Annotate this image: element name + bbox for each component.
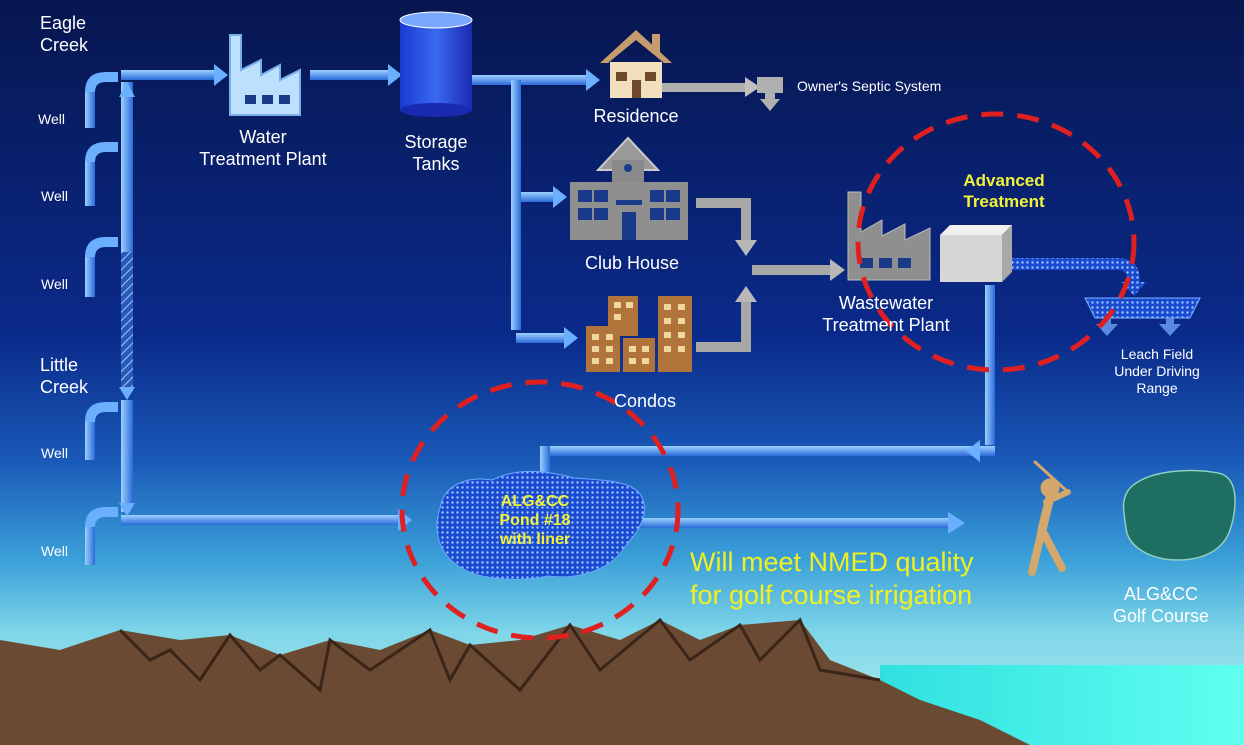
- well-label: Well: [41, 188, 68, 204]
- pond-shape: [436, 471, 645, 580]
- water-treatment-plant-icon: [229, 34, 301, 116]
- storage-tank-icon: [399, 11, 473, 117]
- well-label: Well: [38, 111, 65, 127]
- pond-label: ALG&CC Pond #18 with liner: [499, 493, 571, 548]
- grey-pipes: [662, 77, 1146, 352]
- residence-house-icon: [600, 30, 672, 98]
- residence-label: Residence: [593, 106, 679, 126]
- club-house-label: Club House: [584, 253, 680, 273]
- water-treatment-plant-label: Water Treatment Plant: [199, 127, 327, 169]
- golf-course-label: ALG&CC Golf Course: [1112, 584, 1210, 626]
- advanced-treatment-label: Advanced Treatment: [963, 171, 1045, 211]
- advanced-treatment-box-icon: [940, 225, 1012, 282]
- wastewater-treatment-plant-icon: [847, 191, 931, 281]
- mountains: [0, 620, 1030, 745]
- wastewater-treatment-plant-label: Wastewater Treatment Plant: [822, 293, 950, 335]
- well-pipes: [85, 72, 118, 565]
- well-label: Well: [41, 445, 68, 461]
- advanced-treatment-highlight: [855, 111, 1137, 373]
- club-house-icon: [570, 136, 688, 240]
- storage-tanks-label: Storage Tanks: [404, 132, 468, 174]
- pond-highlight: [399, 379, 681, 641]
- leach-field-icon: [1084, 297, 1201, 336]
- well-label: Well: [41, 543, 68, 559]
- well-label: Well: [41, 276, 68, 292]
- condos-icon: [586, 296, 692, 372]
- golf-course-icon: [1122, 469, 1236, 561]
- septic-label: Owner's Septic System: [797, 78, 942, 94]
- little-creek-label: Little Creek: [40, 355, 89, 397]
- golfer-icon: [1028, 460, 1071, 576]
- mountain-ridges: [118, 617, 881, 693]
- nmed-quality-callout: Will meet NMED quality for golf course i…: [690, 547, 974, 610]
- eagle-creek-label: Eagle Creek: [40, 13, 89, 55]
- septic-system-icon: [757, 77, 783, 111]
- leach-field-label: Leach Field Under Driving Range: [1114, 346, 1200, 396]
- condos-label: Condos: [613, 391, 677, 411]
- pipes: [85, 64, 995, 565]
